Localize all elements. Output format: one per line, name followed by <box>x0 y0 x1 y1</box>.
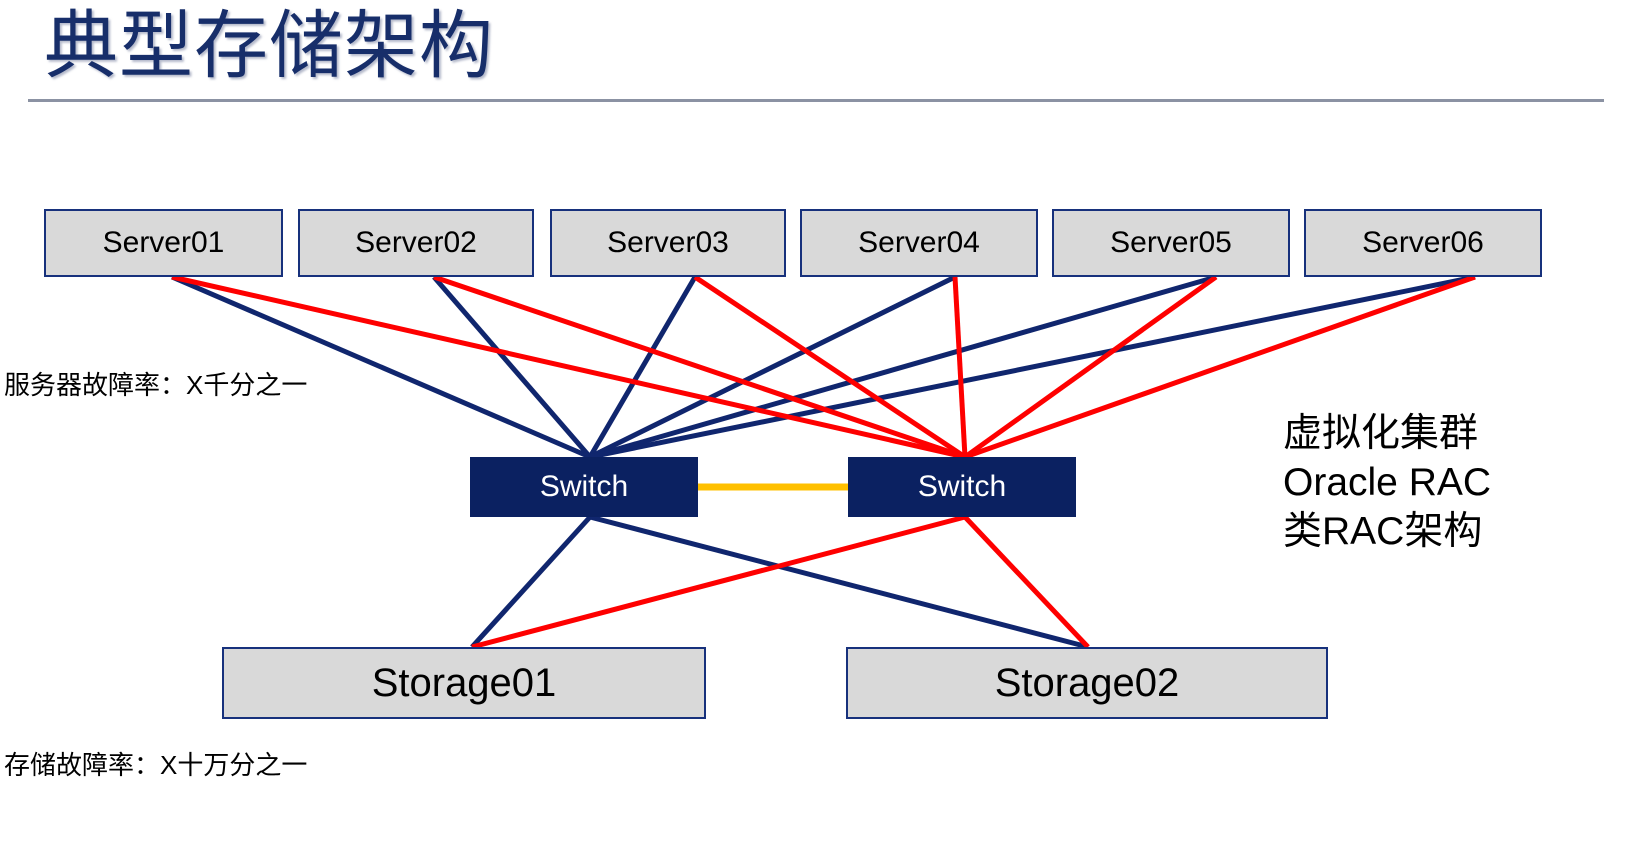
link-switch1-to-storage1 <box>470 515 592 649</box>
storage-node-2[interactable]: Storage02 <box>846 647 1328 719</box>
link-server2-to-switch2 <box>433 274 966 460</box>
architecture-note-line-3: 类RAC架构 <box>1283 510 1483 553</box>
architecture-note-line-2: Oracle RAC <box>1283 461 1492 504</box>
server-node-label: Server04 <box>858 226 980 259</box>
link-server5-to-switch1 <box>589 274 1217 460</box>
server-failure-rate-note: 服务器故障率：X千分之一 <box>4 370 308 400</box>
architecture-note-line-1: 虚拟化集群 <box>1283 412 1479 455</box>
link-switch2-to-storage1 <box>471 514 966 650</box>
link-server6-to-switch1 <box>589 274 1476 460</box>
server-node-label: Server06 <box>1362 226 1484 259</box>
server-node-6[interactable]: Server06 <box>1304 209 1542 277</box>
switch-node-label: Switch <box>917 470 1007 503</box>
link-server5-to-switch2 <box>963 274 1218 460</box>
storage-node-label: Storage02 <box>994 660 1180 705</box>
link-switch2-to-storage2 <box>963 515 1090 649</box>
link-server3-to-switch2 <box>693 274 967 460</box>
server-node-3[interactable]: Server03 <box>550 209 786 277</box>
server-node-5[interactable]: Server05 <box>1052 209 1290 277</box>
storage-node-1[interactable]: Storage01 <box>222 647 706 719</box>
architecture-note: 虚拟化集群 Oracle RAC 类RAC架构 <box>1283 409 1491 556</box>
switch-node-2[interactable]: Switch <box>848 457 1076 517</box>
link-server1-to-switch2 <box>171 274 966 460</box>
link-server4-to-switch1 <box>588 274 957 460</box>
storage-node-label: Storage01 <box>371 660 557 705</box>
link-server2-to-switch1 <box>432 275 592 459</box>
switch-node-label: Switch <box>539 470 629 503</box>
link-server3-to-switch1 <box>587 275 698 459</box>
title-divider <box>28 99 1604 102</box>
link-server6-to-switch2 <box>964 274 1476 460</box>
server-node-label: Server01 <box>102 226 225 259</box>
link-server1-to-switch1 <box>171 274 591 460</box>
switch-node-1[interactable]: Switch <box>470 457 698 517</box>
server-node-label: Server05 <box>1110 226 1232 259</box>
link-switch1-to-storage2 <box>589 514 1089 650</box>
page-title: 典型存储架构 <box>44 4 494 87</box>
link-server4-to-switch2 <box>952 276 968 458</box>
server-node-1[interactable]: Server01 <box>44 209 283 277</box>
storage-failure-rate-note: 存储故障率：X十万分之一 <box>4 750 308 780</box>
server-node-2[interactable]: Server02 <box>298 209 534 277</box>
server-node-4[interactable]: Server04 <box>800 209 1038 277</box>
server-node-label: Server03 <box>607 226 729 259</box>
server-node-label: Server02 <box>355 226 477 259</box>
